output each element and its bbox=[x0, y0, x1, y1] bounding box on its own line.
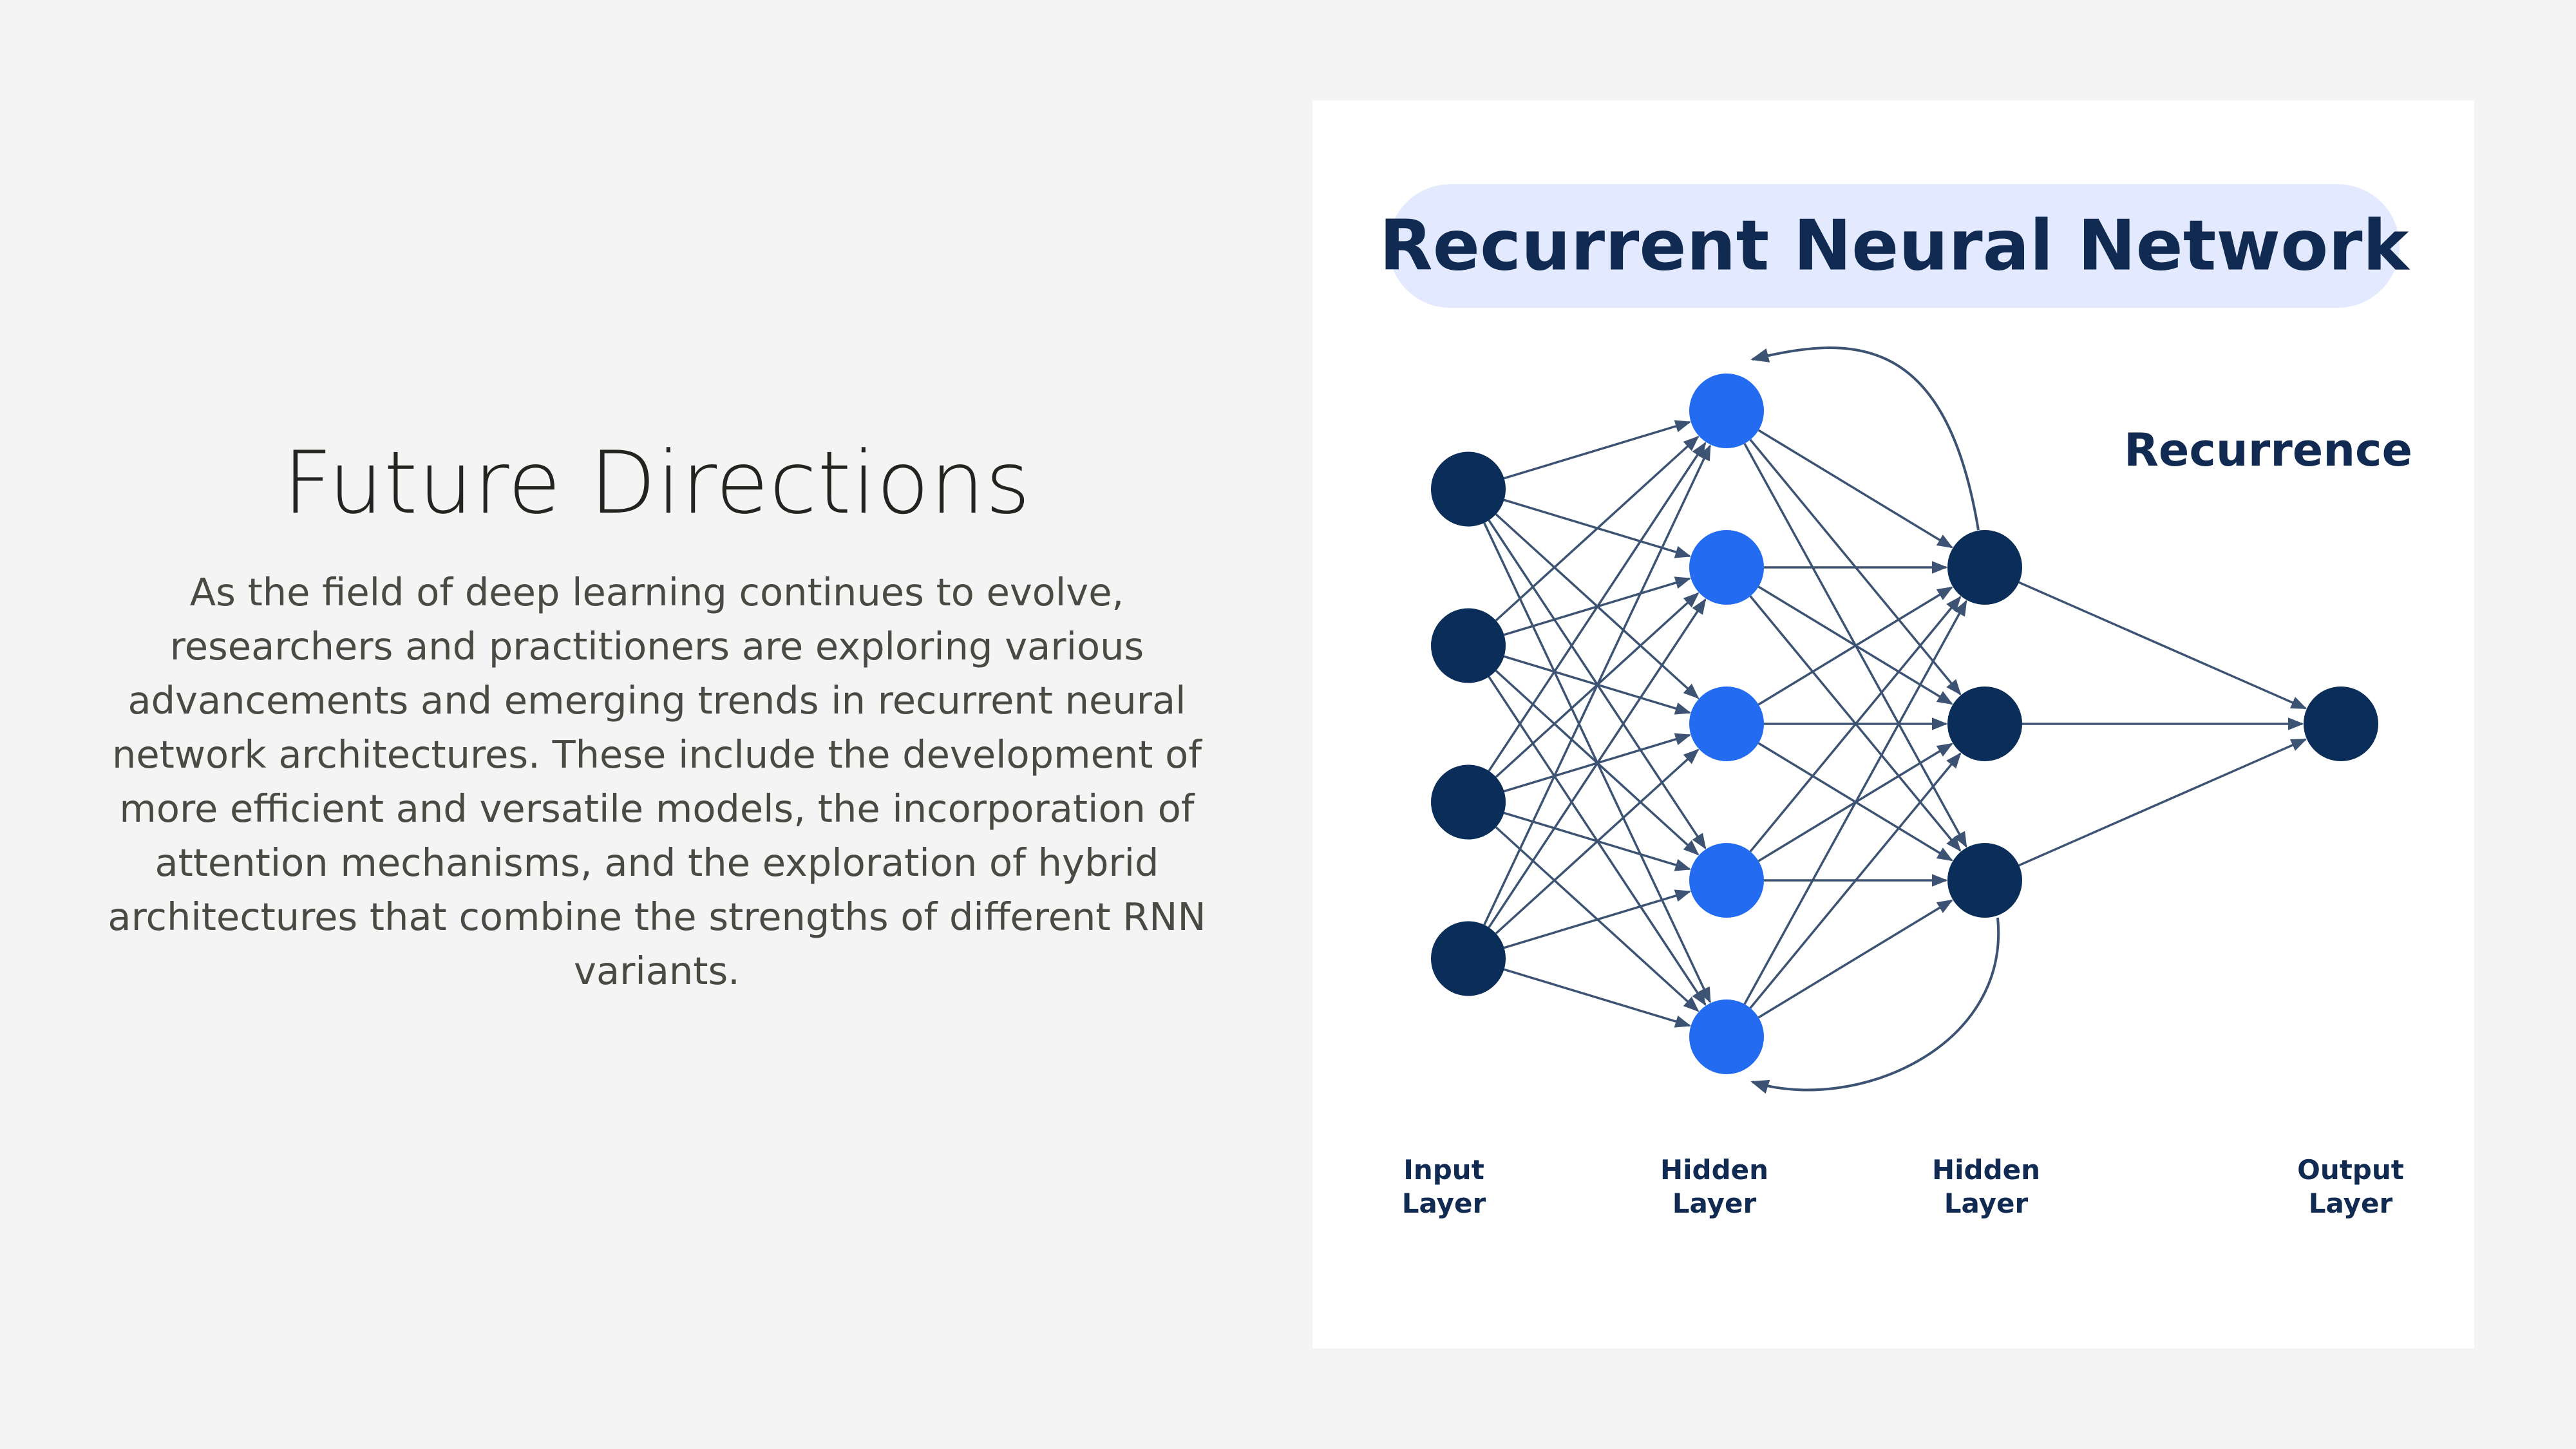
edge-l2n0-to-l3n0 bbox=[2018, 581, 2307, 710]
hidden-2-layer-label-line2: Layer bbox=[1944, 1188, 2029, 1219]
hidden-1-node-1 bbox=[1689, 374, 1764, 448]
output-layer-label-line1: Output bbox=[2297, 1154, 2404, 1186]
recurrence-loop-bottom bbox=[1750, 917, 2000, 1094]
recurrence-label: Recurrence bbox=[2124, 424, 2412, 477]
edge-l0n3-to-l1n4 bbox=[1504, 968, 1691, 1028]
hidden-1-node-2 bbox=[1689, 530, 1764, 605]
edge-l0n3-to-l1n3 bbox=[1504, 889, 1691, 949]
recurrence-loops bbox=[1750, 346, 2000, 1094]
diagram-title-pill bbox=[1388, 184, 2400, 308]
rnn-diagram: Recurrent Neural Network Recurrence Inpu… bbox=[1379, 184, 2412, 1219]
rnn-diagram-card: Recurrent Neural Network Recurrence Inpu… bbox=[1312, 100, 2474, 1349]
edge-l1n4-to-l2n2 bbox=[1757, 899, 1953, 1019]
output-layer-label-line2: Layer bbox=[2309, 1188, 2393, 1219]
connection-edges bbox=[1483, 420, 2307, 1028]
output-node-1 bbox=[2304, 687, 2378, 761]
edge-l1n4-to-l2n1 bbox=[1749, 752, 1962, 1009]
slide-body-text: As the field of deep learning continues … bbox=[108, 570, 1206, 993]
input-node-1 bbox=[1431, 451, 1506, 527]
slide-title: Future Directions bbox=[283, 433, 1031, 533]
hidden-1-node-3 bbox=[1689, 687, 1764, 761]
edge-l1n3-to-l2n0 bbox=[1749, 596, 1962, 853]
input-node-2 bbox=[1431, 608, 1506, 683]
input-node-4 bbox=[1431, 921, 1506, 996]
input-layer-label-line1: Input bbox=[1403, 1154, 1484, 1186]
diagram-title: Recurrent Neural Network bbox=[1379, 206, 2410, 287]
recurrence-loop-top bbox=[1750, 346, 1980, 531]
edge-l2n2-to-l3n0 bbox=[2018, 738, 2307, 867]
hidden-1-node-5 bbox=[1689, 999, 1764, 1074]
edge-l1n2-to-l2n0 bbox=[1757, 586, 1953, 706]
input-node-3 bbox=[1431, 764, 1506, 840]
hidden-2-node-3 bbox=[1947, 843, 2022, 918]
hidden-2-node-1 bbox=[1947, 530, 2022, 605]
hidden-1-layer-label-line1: Hidden bbox=[1660, 1154, 1768, 1186]
edge-l0n2-to-l1n0 bbox=[1488, 442, 1707, 772]
hidden-2-node-2 bbox=[1947, 687, 2022, 761]
input-layer-label-line2: Layer bbox=[1402, 1188, 1486, 1219]
hidden-2-layer-label-line1: Hidden bbox=[1932, 1154, 2040, 1186]
edge-l1n0-to-l2n0 bbox=[1757, 429, 1953, 549]
hidden-1-layer-label-line2: Layer bbox=[1672, 1188, 1757, 1219]
edge-l0n3-to-l1n1 bbox=[1488, 598, 1707, 929]
edge-l0n3-to-l1n0 bbox=[1483, 444, 1711, 925]
edge-l0n1-to-l1n0 bbox=[1495, 435, 1700, 621]
edge-l1n4-to-l2n0 bbox=[1743, 600, 1967, 1005]
edge-l0n0-to-l1n0 bbox=[1504, 420, 1691, 480]
network-nodes bbox=[1431, 374, 2378, 1074]
edge-l0n3-to-l1n2 bbox=[1495, 748, 1700, 934]
hidden-1-node-4 bbox=[1689, 843, 1764, 918]
